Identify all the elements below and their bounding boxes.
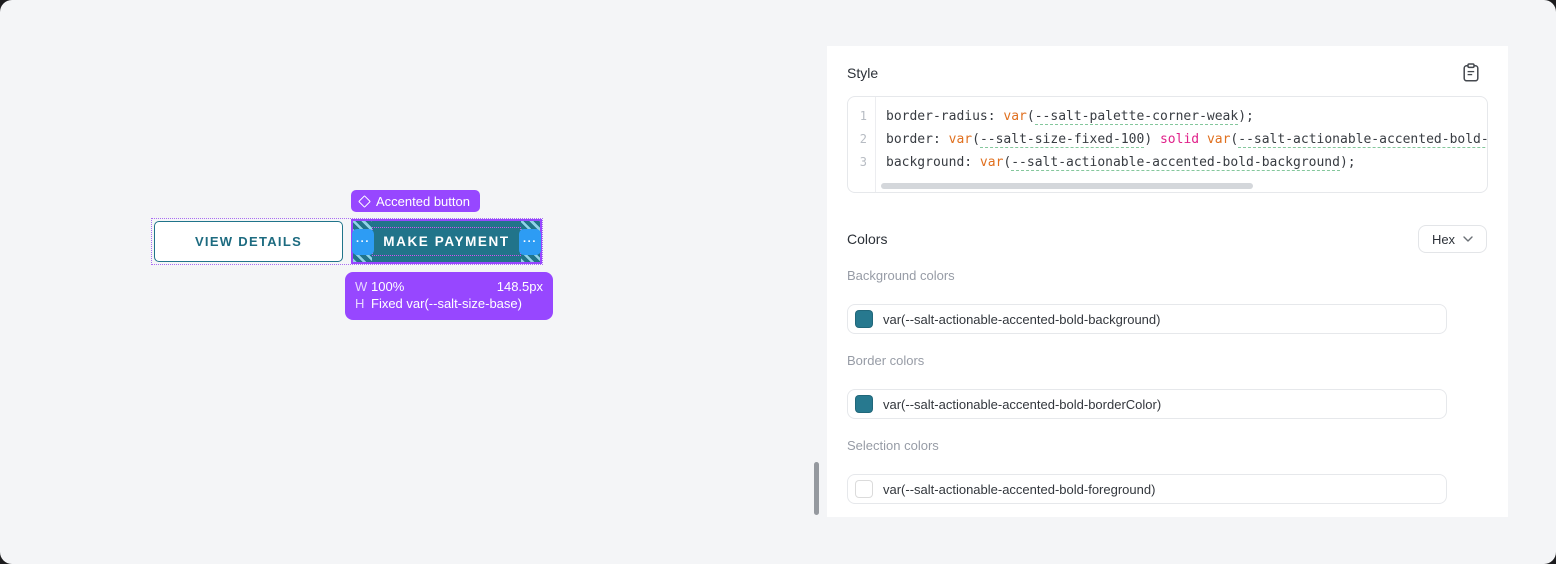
size-tooltip-height-row: H Fixed var(--salt-size-base): [355, 296, 543, 311]
spacing-handle-right[interactable]: ···: [519, 228, 541, 255]
clipboard-icon: [1463, 62, 1479, 82]
style-code-block: 1 2 3 border-radius: var(--salt-palette-co…: [847, 96, 1488, 193]
height-key: H: [355, 296, 365, 311]
color-swatch: [855, 480, 873, 498]
width-pixels: 148.5px: [496, 279, 543, 294]
color-variable-value: var(--salt-actionable-accented-bold-bord…: [883, 396, 1162, 412]
line-number: 2: [859, 132, 867, 146]
button-group-selection-outline: [151, 218, 543, 265]
code-line-numbers: 1 2 3: [848, 97, 876, 192]
color-format-dropdown[interactable]: Hex: [1418, 225, 1487, 253]
color-variable-value: var(--salt-actionable-accented-bold-fore…: [883, 481, 1156, 497]
make-payment-button-label: MAKE PAYMENT: [383, 234, 510, 249]
code-line: border: var(--salt-size-fixed-100) solid…: [886, 128, 1487, 151]
size-tooltip-width-row: W 100% 148.5px: [355, 279, 543, 294]
size-tooltip: W 100% 148.5px H Fixed var(--salt-size-b…: [345, 272, 553, 320]
code-line: border-radius: var(--salt-palette-corner…: [886, 109, 1254, 125]
color-swatch: [855, 395, 873, 413]
style-section-title: Style: [847, 65, 879, 81]
color-format-value: Hex: [1431, 231, 1456, 247]
color-groups: Background colors var(--salt-actionable-a…: [847, 268, 1447, 523]
height-value: Fixed var(--salt-size-base): [371, 296, 522, 311]
colors-section-title: Colors: [847, 231, 888, 247]
chevron-down-icon: [1463, 236, 1473, 242]
code-horizontal-scrollbar-thumb[interactable]: [881, 183, 1253, 189]
component-badge-label: Accented button: [376, 193, 470, 209]
color-swatch: [855, 310, 873, 328]
width-value: 100%: [371, 279, 405, 294]
width-key: W: [355, 279, 368, 294]
view-details-button[interactable]: VIEW DETAILS: [154, 221, 343, 262]
color-group-label: Border colors: [847, 353, 925, 368]
color-variable-row[interactable]: var(--salt-actionable-accented-bold-fore…: [847, 474, 1447, 504]
panel-vertical-scrollbar-thumb[interactable]: [814, 462, 819, 515]
copy-code-button[interactable]: [1461, 61, 1481, 83]
make-payment-button[interactable]: MAKE PAYMENT ··· ···: [351, 219, 542, 264]
color-variable-row[interactable]: var(--salt-actionable-accented-bold-back…: [847, 304, 1447, 334]
line-number: 3: [859, 155, 867, 169]
code-lines: border-radius: var(--salt-palette-corner…: [876, 97, 1487, 192]
color-group-label: Selection colors: [847, 438, 939, 453]
line-number: 1: [859, 109, 867, 123]
spacing-handle-left[interactable]: ···: [352, 228, 374, 255]
code-line: background: var(--salt-actionable-accent…: [886, 155, 1356, 171]
inspector-panel: Style 1 2 3 border-radius: var(--salt-pale…: [827, 46, 1508, 517]
component-badge[interactable]: Accented button: [351, 190, 480, 212]
component-diamond-icon: [358, 194, 371, 208]
color-variable-value: var(--salt-actionable-accented-bold-back…: [883, 311, 1161, 327]
color-variable-row[interactable]: var(--salt-actionable-accented-bold-bord…: [847, 389, 1447, 419]
view-details-button-label: VIEW DETAILS: [194, 234, 303, 249]
color-group-label: Background colors: [847, 268, 955, 283]
